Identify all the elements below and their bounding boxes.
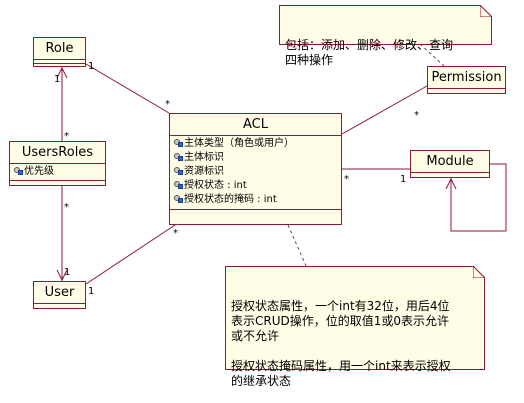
assoc-acl-permission bbox=[341, 85, 428, 135]
mult-usersroles-role-role-end: 1 bbox=[54, 74, 61, 85]
class-user-name: User bbox=[44, 285, 75, 300]
assoc-module-self bbox=[450, 163, 507, 232]
acl-attribute-subject-type: 主体类型（角色或用户） bbox=[174, 138, 294, 150]
class-permission[interactable]: Permission bbox=[427, 66, 506, 94]
class-permission-name: Permission bbox=[431, 70, 502, 85]
attribute-icon bbox=[174, 153, 183, 161]
attribute-icon bbox=[174, 181, 183, 189]
class-acl-separator-2 bbox=[170, 209, 341, 210]
class-permission-separator bbox=[428, 88, 505, 89]
mult-acl-permission-permission-end: * bbox=[414, 110, 419, 121]
class-module[interactable]: Module bbox=[410, 150, 490, 178]
assoc-usersroles-role-arrowhead bbox=[56, 66, 68, 79]
assoc-usersroles-user-arrowhead bbox=[56, 269, 68, 282]
note-permission-text: 包括：添加、删除、修改、查询 四种操作 bbox=[285, 38, 454, 67]
class-role-name: Role bbox=[45, 41, 74, 56]
mult-role-acl-role-end: 1 bbox=[88, 61, 95, 72]
class-users-roles[interactable]: UsersRoles 优先级 bbox=[9, 141, 106, 186]
class-acl[interactable]: ACL 主体类型（角色或用户） 主体标识 资源标识 授权状态 : int 授权状… bbox=[169, 113, 342, 225]
class-user-separator bbox=[34, 303, 85, 304]
attribute-icon bbox=[14, 167, 23, 175]
class-users-roles-separator bbox=[10, 163, 105, 164]
class-users-roles-separator-2 bbox=[10, 180, 105, 181]
attribute-icon bbox=[174, 139, 183, 147]
attribute-icon bbox=[174, 195, 183, 203]
class-users-roles-name: UsersRoles bbox=[21, 145, 94, 160]
mult-usersroles-role-ur-end: * bbox=[64, 131, 69, 142]
class-user[interactable]: User bbox=[33, 281, 86, 309]
mult-user-acl-user-end: 1 bbox=[88, 286, 95, 297]
note-acl-text: 授权状态属性，一个int有32位，用后4位 表示CRUD操作，位的取值1或0表示… bbox=[231, 299, 451, 388]
note-permission: 包括：添加、删除、修改、查询 四种操作 bbox=[279, 5, 492, 67]
assoc-role-acl bbox=[85, 63, 170, 114]
class-role[interactable]: Role bbox=[33, 37, 86, 67]
mult-role-acl-acl-end: * bbox=[165, 99, 170, 110]
class-module-separator bbox=[411, 172, 489, 173]
class-role-separator bbox=[34, 59, 85, 60]
mult-usersroles-user-user-end: 1 bbox=[64, 267, 71, 278]
acl-attribute-subject-id: 主体标识 bbox=[174, 152, 224, 164]
class-acl-name: ACL bbox=[243, 117, 268, 132]
acl-attribute-auth-state: 授权状态 : int bbox=[174, 180, 247, 192]
class-module-name: Module bbox=[426, 154, 474, 169]
class-role-separator-2 bbox=[34, 63, 85, 64]
note-fold-icon bbox=[473, 266, 485, 278]
assoc-module-self-arrowhead bbox=[445, 177, 457, 190]
note-anchor-acl bbox=[287, 224, 307, 267]
note-acl: 授权状态属性，一个int有32位，用后4位 表示CRUD操作，位的取值1或0表示… bbox=[225, 266, 485, 388]
mult-user-acl-acl-end: * bbox=[173, 228, 178, 239]
acl-attribute-auth-mask: 授权状态的掩码 : int bbox=[174, 194, 277, 206]
assoc-user-acl bbox=[85, 222, 179, 285]
acl-attribute-resource-id: 资源标识 bbox=[174, 166, 224, 178]
attribute-icon bbox=[174, 167, 183, 175]
users-roles-attribute-priority: 优先级 bbox=[14, 166, 54, 178]
mult-usersroles-user-ur-end: * bbox=[64, 202, 69, 213]
mult-acl-module-acl-end: * bbox=[344, 174, 349, 185]
mult-acl-module-module-end: 1 bbox=[400, 174, 407, 185]
note-fold-icon bbox=[480, 5, 492, 17]
class-acl-separator bbox=[170, 135, 341, 136]
